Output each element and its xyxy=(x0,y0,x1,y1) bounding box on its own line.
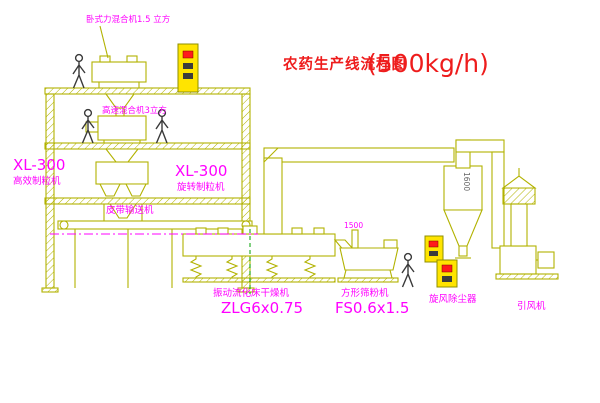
square-sieve xyxy=(337,229,399,283)
diagram-title: 农药生产线流程图 xyxy=(282,55,407,73)
control-cabinet-right-1 xyxy=(424,235,444,263)
label-sieve-name: 方形筛粉机 xyxy=(341,287,389,299)
label-dryer-model: ZLG6x0.75 xyxy=(221,299,303,317)
label-dryer-name: 振动流化床干燥机 xyxy=(213,287,290,299)
label-cyclone: 旋风除尘器 xyxy=(429,293,477,305)
label-high-speed-mixer: 高速混合机3立方 xyxy=(102,105,167,116)
building-frame xyxy=(41,87,255,293)
label-sieve-dim: 1500 xyxy=(344,221,363,230)
cyclone-separator xyxy=(443,139,505,259)
control-cabinet-top xyxy=(177,43,199,93)
label-cyclone-dim: 1600 xyxy=(462,172,471,191)
worker-figure xyxy=(401,252,415,288)
high-speed-mixer xyxy=(85,115,147,163)
worker-figure xyxy=(72,53,86,89)
label-mid-granulator-model: XL-300 xyxy=(175,162,227,180)
label-leader-line xyxy=(99,25,109,59)
worker-figure xyxy=(81,108,95,144)
label-belt-conveyor: 皮带输送机 xyxy=(106,204,154,216)
label-left-granulator-model: XL-300 xyxy=(13,156,65,174)
label-fan: 引风机 xyxy=(517,300,546,312)
induced-draft-fan xyxy=(495,245,559,280)
exhaust-duct xyxy=(263,147,455,235)
label-mid-granulator-name: 旋转制粒机 xyxy=(177,181,225,193)
horizontal-mixer xyxy=(91,55,147,117)
label-left-granulator-name: 高效制粒机 xyxy=(13,175,61,187)
label-horizontal-mixer: 卧式力混合机1.5 立方 xyxy=(86,14,170,25)
rotary-granulator xyxy=(95,161,149,221)
exhaust-stack xyxy=(501,168,537,247)
label-sieve-model: FS0.6x1.5 xyxy=(335,299,409,317)
control-cabinet-right-2 xyxy=(436,259,458,288)
diagram-title-capacity: (500kg/h) xyxy=(367,49,489,78)
